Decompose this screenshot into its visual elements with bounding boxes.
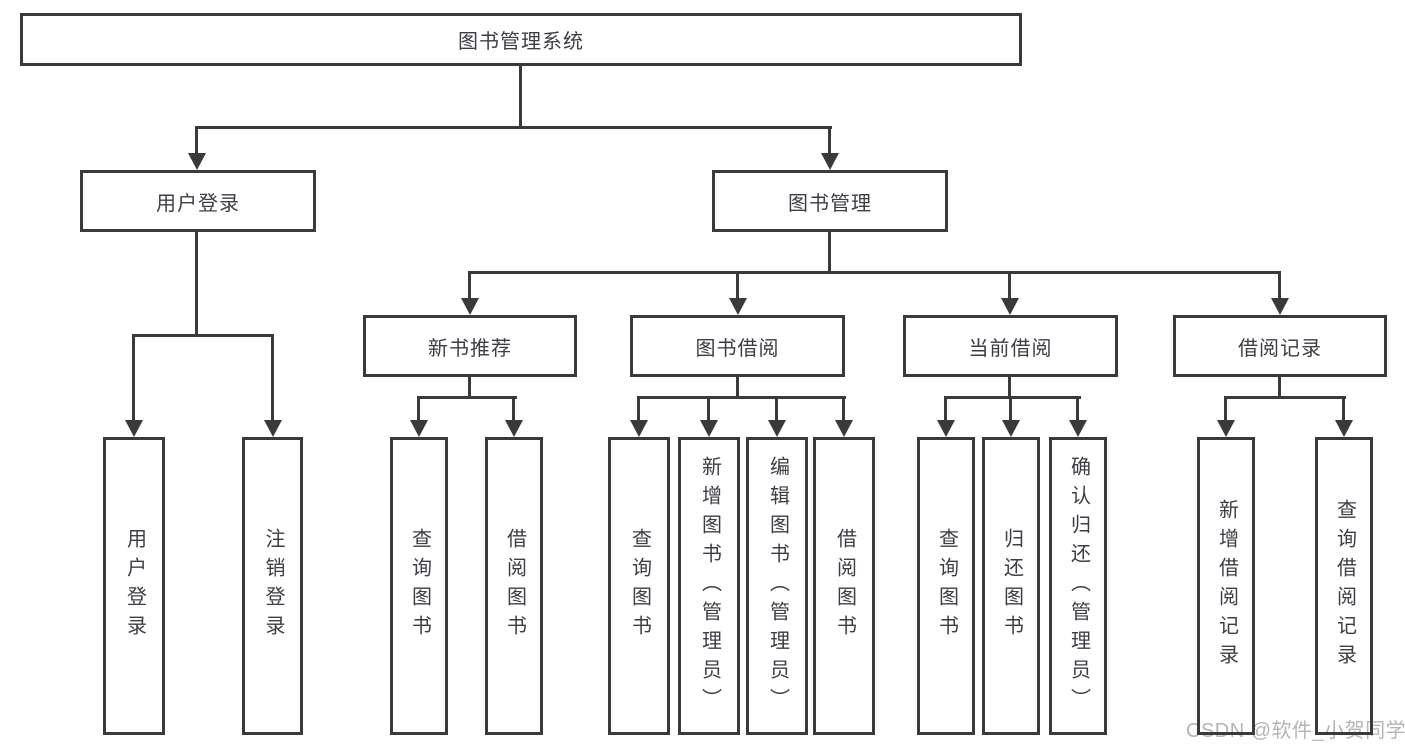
connector-line [944, 396, 947, 422]
node-label: 用户登录 [123, 528, 146, 644]
node-label: 查询图书 [628, 528, 651, 644]
connector-line [1224, 396, 1227, 422]
connector-line [417, 396, 420, 422]
arrow-down-icon [937, 420, 955, 437]
connector-line [271, 334, 274, 421]
csdn-watermark: CSDN @软件_小贺同学 [1186, 720, 1405, 742]
node-label: 借阅记录 [1238, 337, 1322, 360]
node-label: 用户登录 [156, 192, 240, 215]
node-label: 注销登录 [262, 528, 284, 644]
arrow-down-icon [410, 420, 428, 437]
connector-line [944, 396, 1081, 399]
node-label: 查询图书 [408, 528, 431, 644]
leaf-recommend-query-book: 查询图书 [390, 437, 448, 735]
node-label: 图书管理系统 [458, 31, 584, 53]
arrow-down-icon [461, 298, 479, 315]
connector-line [842, 396, 845, 422]
node-label: 新增图书（管理员） [698, 455, 721, 717]
connector-line [1008, 375, 1011, 398]
node-label: 图书管理 [788, 192, 872, 215]
connector-line [519, 64, 522, 128]
arrow-down-icon [1002, 420, 1020, 437]
arrow-down-icon [505, 420, 523, 437]
node-current-borrow: 当前借阅 [903, 315, 1118, 377]
connector-line [1076, 396, 1079, 422]
arrow-down-icon [1069, 420, 1087, 437]
leaf-recommend-borrow-book: 借阅图书 [485, 437, 543, 735]
arrow-down-icon [264, 420, 282, 437]
leaf-query-borrow-record: 查询借阅记录 [1315, 437, 1373, 735]
connector-line [468, 271, 1281, 274]
node-borrow-records: 借阅记录 [1173, 315, 1387, 377]
node-library-system: 图书管理系统 [20, 13, 1022, 66]
leaf-add-borrow-record: 新增借阅记录 [1197, 437, 1255, 735]
leaf-logout: 注销登录 [242, 437, 303, 735]
connector-line [707, 396, 710, 422]
connector-line [132, 334, 135, 421]
connector-line [512, 396, 515, 422]
connector-line [195, 126, 832, 129]
arrow-down-icon [1217, 420, 1235, 437]
leaf-borrow-book: 借阅图书 [813, 437, 875, 735]
connector-line [1278, 271, 1281, 299]
connector-line [775, 396, 778, 422]
node-label: 归还图书 [1000, 528, 1023, 644]
connector-line [195, 230, 198, 336]
connector-line [1008, 271, 1011, 299]
leaf-return-book: 归还图书 [982, 437, 1040, 735]
arrow-down-icon [630, 420, 648, 437]
arrow-down-icon [1001, 298, 1019, 315]
node-label: 当前借阅 [968, 337, 1053, 360]
node-label: 确认归还（管理员） [1067, 455, 1090, 717]
connector-line [468, 271, 471, 299]
connector-line [1224, 396, 1346, 399]
node-label: 查询图书 [935, 528, 958, 644]
node-new-book-recommend: 新书推荐 [363, 315, 577, 377]
connector-line [1278, 375, 1281, 398]
node-label: 图书借阅 [695, 337, 780, 360]
connector-line [828, 230, 831, 274]
connector-line [468, 375, 471, 398]
arrow-down-icon [1271, 298, 1289, 315]
node-label: 查询借阅记录 [1333, 499, 1356, 673]
connector-line [1009, 396, 1012, 422]
node-label: 借阅图书 [503, 528, 526, 644]
leaf-add-book-admin: 新增图书（管理员） [678, 437, 740, 735]
arrow-down-icon [729, 298, 747, 315]
arrow-down-icon [1335, 420, 1353, 437]
connector-line [828, 126, 831, 154]
node-user-login: 用户登录 [80, 170, 316, 232]
connector-line [1342, 396, 1345, 422]
arrow-down-icon [768, 420, 786, 437]
arrow-down-icon [700, 420, 718, 437]
node-label: 编辑图书（管理员） [766, 455, 789, 717]
arrow-down-icon [835, 420, 853, 437]
leaf-user-login: 用户登录 [103, 437, 165, 735]
connector-line [736, 271, 739, 299]
node-label: 新增借阅记录 [1215, 499, 1238, 673]
connector-line [195, 126, 198, 154]
leaf-current-query-book: 查询图书 [917, 437, 975, 735]
connector-line [637, 396, 640, 422]
connector-line [132, 334, 274, 337]
arrow-down-icon [821, 153, 839, 170]
leaf-borrow-query-book: 查询图书 [608, 437, 670, 735]
node-book-borrow: 图书借阅 [630, 315, 845, 377]
node-label: 借阅图书 [833, 528, 856, 644]
connector-line [637, 396, 846, 399]
connector-line [417, 396, 517, 399]
leaf-confirm-return-admin: 确认归还（管理员） [1049, 437, 1107, 735]
node-book-management: 图书管理 [712, 170, 948, 232]
arrow-down-icon [188, 153, 206, 170]
node-label: 新书推荐 [428, 337, 512, 360]
arrow-down-icon [125, 420, 143, 437]
leaf-edit-book-admin: 编辑图书（管理员） [746, 437, 808, 735]
connector-line [736, 375, 739, 398]
